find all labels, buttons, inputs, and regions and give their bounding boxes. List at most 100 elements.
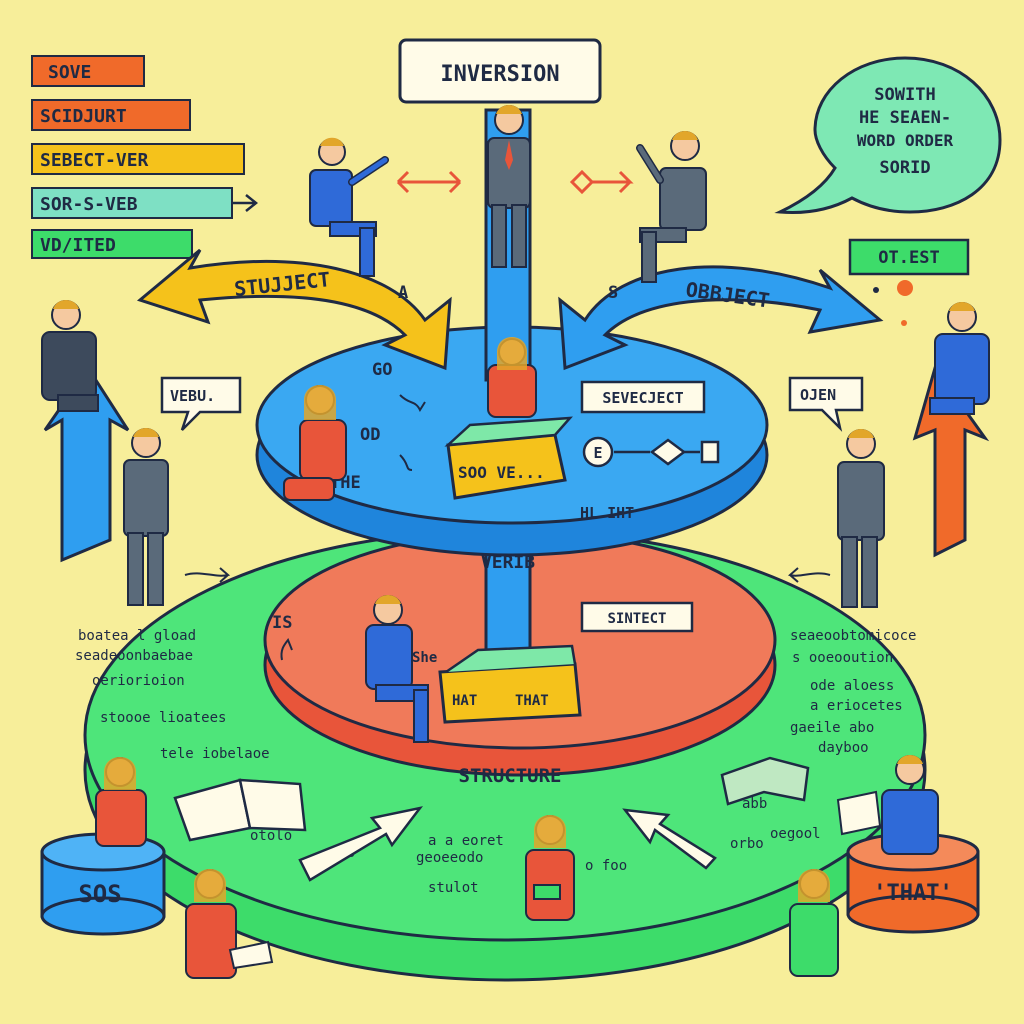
right-note-2: s ooeooution bbox=[792, 650, 893, 666]
person-top-center bbox=[487, 105, 531, 268]
right-note-1: seaeoobtomicoce bbox=[790, 628, 916, 644]
legend-swatch-5 bbox=[31, 229, 193, 259]
top-squiggle-1 bbox=[399, 394, 426, 413]
subject-arrow-letter: A bbox=[398, 283, 408, 303]
that-cylinder-bottom bbox=[846, 894, 980, 934]
middle-book-left: HAT bbox=[452, 693, 477, 709]
open-book-right-shape bbox=[720, 756, 810, 806]
left-note-2: seadeoonbaebae bbox=[75, 648, 193, 664]
open-book-left bbox=[173, 778, 307, 842]
syntax-box-label: SINTECT bbox=[607, 611, 666, 627]
right-note-5: gaeile abo bbox=[790, 720, 874, 736]
legend: SOVE SCIDJURT SEBECT-VER SOR-S-VEB VD/IT… bbox=[31, 55, 259, 259]
dot-2 bbox=[873, 287, 879, 293]
she-label: She bbox=[412, 650, 437, 666]
bit-5: abb bbox=[742, 796, 767, 812]
speech-bubble: SOWITH HE SEAEN- WORD ORDER SORID bbox=[774, 56, 1002, 214]
subject-arrow bbox=[136, 248, 452, 371]
person-left-standing bbox=[123, 428, 169, 606]
top-label-od: OD bbox=[360, 425, 380, 445]
sos-label: SOS bbox=[78, 880, 121, 908]
bottom-right-arrow bbox=[622, 808, 717, 870]
top-label-go: GO bbox=[372, 360, 392, 380]
sos-cylinder-bottom bbox=[40, 896, 166, 936]
legend-swatch-4 bbox=[31, 187, 233, 219]
right-note-6: dayboo bbox=[818, 740, 869, 756]
object-arrow-letter: S bbox=[608, 283, 618, 303]
center-note-3: stulot bbox=[428, 880, 479, 896]
right-note-4: a eriocetes bbox=[810, 698, 903, 714]
dot-3 bbox=[901, 320, 907, 326]
middle-book-pages bbox=[445, 644, 577, 674]
person-right-upper bbox=[929, 302, 990, 415]
legend-swatch-1 bbox=[31, 55, 145, 87]
bit-7: oegool bbox=[770, 826, 821, 842]
sos-cylinder: SOS bbox=[40, 832, 166, 936]
person-woman-top-left bbox=[283, 385, 347, 501]
person-woman-top-center bbox=[487, 337, 537, 418]
person-top-left bbox=[309, 137, 389, 277]
middle-book-right: THAT bbox=[515, 693, 549, 709]
bit-2: otolo bbox=[250, 828, 292, 844]
legend-arrow-icon bbox=[232, 194, 259, 212]
bit-4: o foo bbox=[585, 858, 627, 874]
speech-line-3: WORD ORDER bbox=[857, 131, 954, 150]
double-arrow-right-icon bbox=[569, 169, 634, 195]
person-middle-center bbox=[365, 595, 429, 743]
that-cylinder: 'THAT' bbox=[846, 832, 980, 934]
center-note-2: geoeeodo bbox=[416, 850, 483, 866]
left-blue-arrow bbox=[43, 365, 130, 563]
left-small-arrow-icon bbox=[184, 567, 231, 583]
person-right-standing bbox=[837, 429, 885, 608]
legend-label-5: VD/ITED bbox=[40, 235, 116, 256]
right-note-3: ode aloess bbox=[810, 678, 894, 694]
vebu-label: VEBU. bbox=[170, 387, 215, 405]
speech-line-2: HE SEAEN- bbox=[859, 108, 951, 128]
verb-label: VERIB bbox=[481, 552, 535, 573]
top-box-lid bbox=[444, 416, 573, 447]
legend-label-2: SCIDJURT bbox=[40, 106, 127, 127]
top-box-label: SOO VE... bbox=[458, 463, 545, 482]
person-bottom-center bbox=[525, 815, 575, 921]
ojen-label: OJEN bbox=[800, 386, 836, 404]
title-text: INVERSION bbox=[440, 62, 559, 87]
person-bottom-far-right bbox=[789, 869, 839, 977]
legend-swatch-2 bbox=[31, 99, 191, 131]
double-arrow-left-icon bbox=[396, 170, 462, 194]
top-book-box: SOO VE... bbox=[444, 416, 573, 500]
otest-tag bbox=[848, 238, 970, 276]
subject-box-label: SEVECJECT bbox=[602, 389, 683, 407]
structure-label: STRUCTURE bbox=[459, 765, 562, 787]
left-note-4: stoooe lioatees bbox=[100, 710, 226, 726]
open-book-left-page-r bbox=[238, 778, 307, 832]
is-label: IS bbox=[272, 613, 292, 633]
open-book-right bbox=[720, 756, 810, 806]
that-label: 'THAT' bbox=[873, 881, 952, 906]
object-arrow bbox=[558, 265, 884, 371]
speech-bubble-shape bbox=[774, 56, 1002, 214]
subject-box bbox=[580, 380, 706, 414]
left-note-1: boatea l gload bbox=[78, 628, 196, 644]
person-top-right bbox=[636, 131, 707, 283]
e-node-label: E bbox=[593, 444, 602, 462]
vebu-bubble bbox=[160, 376, 242, 431]
syntax-box bbox=[580, 601, 694, 633]
center-note-1: a a eoret bbox=[428, 833, 504, 849]
title-box bbox=[398, 38, 602, 104]
person-left-upper bbox=[41, 300, 99, 412]
middle-book: HAT THAT bbox=[438, 644, 582, 724]
otest-tag-label: OT.EST bbox=[878, 248, 939, 268]
right-small-arrow-icon bbox=[787, 567, 831, 583]
legend-label-1: SOVE bbox=[48, 62, 91, 83]
ojen-bubble bbox=[788, 376, 864, 432]
bottom-left-arrow bbox=[298, 806, 424, 882]
legend-swatch-3 bbox=[31, 143, 245, 175]
dot-1 bbox=[897, 280, 913, 296]
square-node bbox=[700, 440, 720, 464]
bit-6: orbo bbox=[730, 836, 764, 852]
speech-line-1: SOWITH bbox=[874, 85, 935, 105]
person-bottom-far-left bbox=[185, 869, 274, 979]
is-arrow-icon bbox=[280, 638, 293, 661]
